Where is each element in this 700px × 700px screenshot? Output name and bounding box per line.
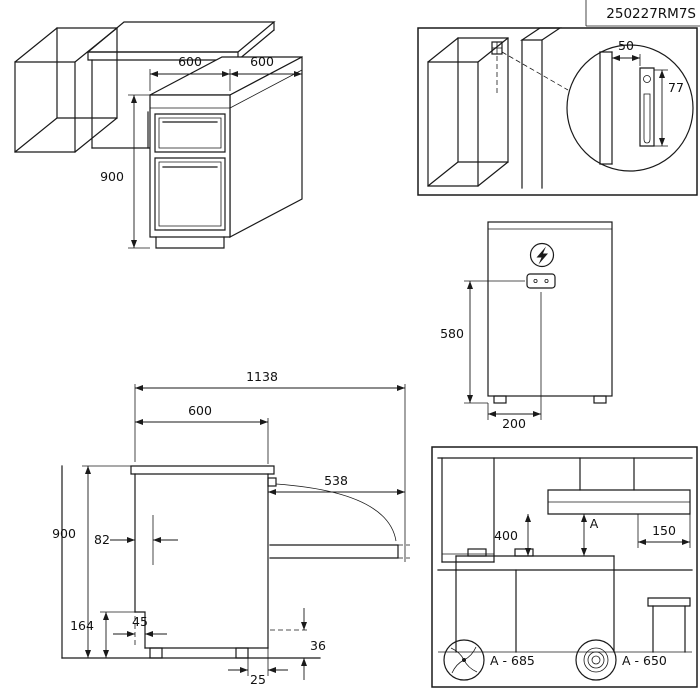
dim-label-total-depth: 1138 bbox=[246, 369, 278, 384]
dim-label-width: 600 bbox=[178, 54, 202, 69]
coil-icon bbox=[583, 647, 609, 673]
dim-label-bracket-height: 77 bbox=[668, 80, 684, 95]
fan-icon bbox=[450, 646, 478, 674]
dim-label-plinth-recess: 45 bbox=[132, 614, 148, 629]
dim-label-body-depth: 600 bbox=[188, 403, 212, 418]
legend-coil: A - 650 bbox=[575, 639, 667, 681]
side-panel bbox=[520, 27, 562, 189]
door-swing-arc bbox=[275, 483, 397, 542]
document-code: 250227RM7S bbox=[606, 6, 696, 22]
cooker-hood bbox=[547, 457, 691, 515]
dim-label-hob-to-hood: 400 bbox=[494, 528, 518, 543]
installation-clearance-panel: 150 400 A A - 685 A - 650 bbox=[431, 446, 698, 688]
legend-fan-label: A - 685 bbox=[490, 653, 535, 668]
screw-icon bbox=[491, 41, 569, 96]
panel-cabinet bbox=[427, 37, 509, 187]
wall-bracket-panel: 50 77 bbox=[417, 27, 698, 196]
legend-coil-label: A - 650 bbox=[622, 653, 667, 668]
clearance-dimensions: 150 400 A bbox=[494, 514, 691, 556]
front-foot bbox=[235, 647, 249, 659]
title-block: 250227RM7S bbox=[585, 0, 700, 27]
front-view-dimensions: 580 200 bbox=[440, 280, 542, 431]
cooker-side bbox=[130, 465, 410, 659]
power-socket-icon bbox=[526, 273, 556, 289]
left-cabinet bbox=[14, 27, 118, 153]
dim-label-socket-height: 580 bbox=[440, 326, 464, 341]
dim-label-back-clearance: 82 bbox=[94, 532, 110, 547]
plinth bbox=[155, 236, 225, 249]
rear-foot bbox=[149, 647, 163, 659]
right-foot bbox=[593, 395, 607, 404]
side-table bbox=[647, 597, 691, 607]
upper-drawer bbox=[154, 113, 226, 153]
dim-label-depth: 600 bbox=[250, 54, 274, 69]
open-door bbox=[269, 544, 399, 559]
dim-label-bracket-offset: 50 bbox=[618, 38, 634, 53]
dim-label-foot-inset: 25 bbox=[250, 672, 266, 687]
dim-label-door-open: 538 bbox=[324, 473, 348, 488]
dim-label-height: 900 bbox=[100, 169, 124, 184]
dim-label-hood-height: A bbox=[590, 516, 599, 531]
front-view: 580 200 bbox=[440, 221, 613, 431]
wall-cabinet bbox=[441, 457, 495, 563]
hob-counter bbox=[437, 548, 693, 571]
dim-label-socket-offset: 200 bbox=[502, 416, 526, 431]
dim-label-plinth-height: 164 bbox=[70, 618, 94, 633]
dim-label-hood-side: 150 bbox=[652, 523, 676, 538]
left-foot bbox=[493, 395, 507, 404]
side-view: 1138 600 538 900 82 164 45 25 bbox=[52, 369, 410, 687]
cooker-isometric bbox=[149, 56, 303, 249]
side-view-dimensions: 1138 600 538 900 82 164 45 25 bbox=[52, 369, 406, 687]
dim-label-door-gap: 36 bbox=[310, 638, 326, 653]
base-cabinets bbox=[438, 569, 692, 653]
door-hinge bbox=[267, 477, 277, 487]
oven-door bbox=[154, 157, 226, 231]
legend-fan: A - 685 bbox=[443, 639, 535, 681]
magnifier-circle: 50 77 bbox=[566, 38, 694, 172]
isometric-dimensions: 600 600 900 bbox=[100, 54, 303, 249]
lightning-icon bbox=[529, 242, 555, 268]
dim-label-height: 900 bbox=[52, 526, 76, 541]
isometric-view: 600 600 900 bbox=[14, 21, 303, 249]
